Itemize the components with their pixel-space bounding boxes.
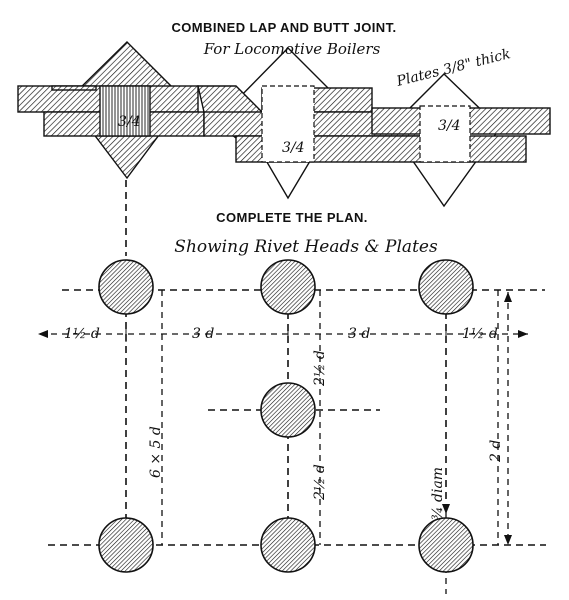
rivet-heads (98, 259, 474, 573)
rivet-head-r1-c1 (98, 259, 154, 315)
dim-edge-left: 1½ d (64, 326, 100, 342)
plan-title: COMPLETE THE PLAN. (216, 210, 368, 225)
horizontal-dimension-line (38, 326, 528, 342)
section-label-left: 3/4 (118, 114, 141, 130)
plan-subtitle: Showing Rivet Heads & Plates (174, 237, 438, 257)
rivet-head-r3-c1 (98, 517, 154, 573)
rivet-head-r3-c2 (260, 517, 316, 573)
dim-pitch-right: 3 d (348, 326, 370, 342)
dim-vertical-left: 6 × 5 d (148, 426, 164, 478)
rivet-head-r1-c3 (418, 259, 474, 315)
section-label-center: 3/4 (282, 140, 305, 156)
dim-vertical-center-lower: 2½ d (312, 464, 328, 501)
rivet-head-r3-c3 (418, 517, 474, 573)
drawing-subtitle: For Locomotive Boilers (203, 40, 381, 58)
plan-extension-lines (161, 290, 499, 545)
drawing-title: COMBINED LAP AND BUTT JOINT. (172, 20, 397, 35)
dim-edge-right: 1½ d (462, 326, 498, 342)
dim-vertical-center-upper: 2½ d (312, 350, 328, 387)
rivet-head-r2-c2 (260, 382, 316, 438)
rivet-shanks (99, 85, 471, 163)
rivet-head-r1-c2 (260, 259, 316, 315)
dim-vertical-right: 2 d (488, 440, 504, 463)
dim-pitch-left: 3 d (192, 326, 214, 342)
dim-rivet-diameter: ¾ diam (430, 467, 446, 520)
section-label-right: 3/4 (438, 118, 461, 134)
